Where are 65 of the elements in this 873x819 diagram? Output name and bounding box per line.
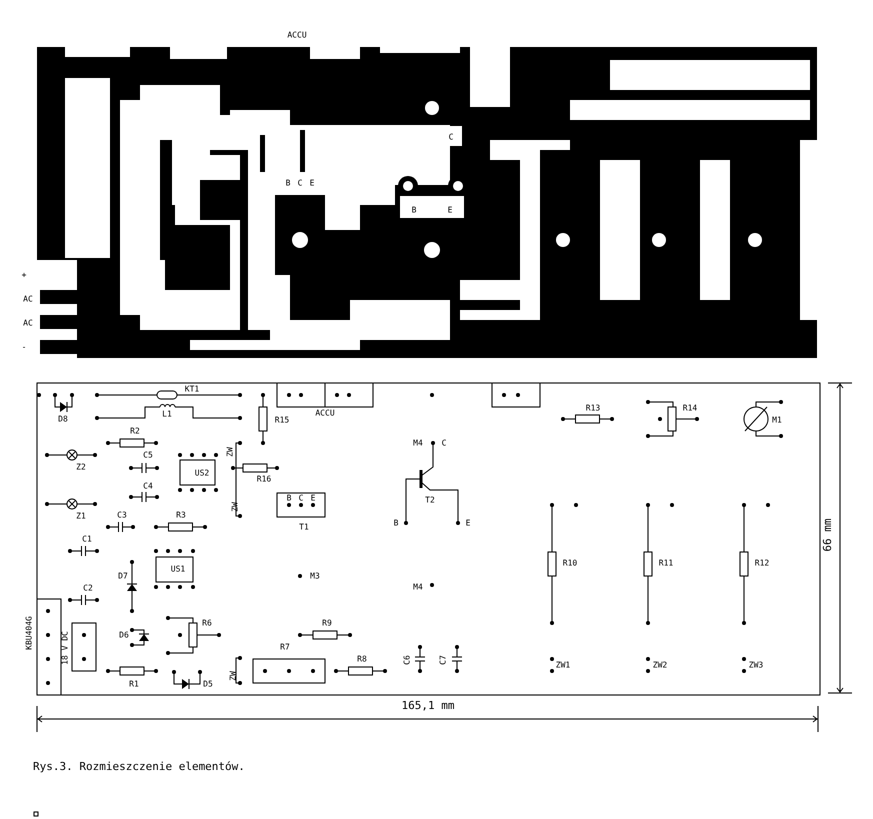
component-label: R14 <box>682 404 698 412</box>
component-label: C6 <box>402 655 412 665</box>
connector-label: ACCU <box>287 30 307 40</box>
component-label: M1 <box>772 416 782 424</box>
component-label: E <box>466 518 470 528</box>
terminal-label: AC <box>23 318 33 328</box>
component-label: E <box>310 494 316 502</box>
component-label: C2 <box>83 584 93 592</box>
component-label: KBU404G <box>24 616 34 650</box>
component-label: Z1 <box>76 512 86 520</box>
component-label: R6 <box>202 618 212 628</box>
component-label: R12 <box>754 558 770 568</box>
component-label: T2 <box>425 496 435 504</box>
component-label: ZW2 <box>652 660 668 670</box>
component-label: US1 <box>170 564 186 574</box>
terminal-label: + <box>22 270 26 280</box>
component-label: R10 <box>562 558 578 568</box>
component-label: ACCU <box>315 408 335 418</box>
component-label: R2 <box>130 426 140 436</box>
component-label: R13 <box>586 404 600 412</box>
component-label: R8 <box>357 654 367 664</box>
component-label: C3 <box>117 510 127 520</box>
component-label: D8 <box>58 414 68 424</box>
component-label: R11 <box>658 558 674 568</box>
component-label: ZW3 <box>748 660 764 670</box>
component-label: B <box>286 494 292 502</box>
component-label: C4 <box>143 482 153 490</box>
component-label: ZW1 <box>556 660 570 670</box>
component-label: M4 <box>413 438 423 448</box>
component-label: D7 <box>118 572 128 580</box>
component-label: C <box>298 494 304 502</box>
dimension-label: 165,1 mm <box>402 700 454 712</box>
component-label: B <box>286 178 290 188</box>
component-label: L1 <box>162 410 172 418</box>
component-label: C5 <box>143 450 153 460</box>
component-label: D5 <box>203 680 213 688</box>
component-label: C1 <box>82 534 92 544</box>
terminal-label: AC <box>23 294 33 304</box>
component-label: ZW <box>226 447 234 457</box>
component-label: T1 <box>299 522 309 532</box>
component-label: B <box>394 518 398 528</box>
component-label: M4 <box>413 582 423 592</box>
component-label: C <box>442 438 446 448</box>
component-label: C <box>448 132 454 142</box>
component-label: Z2 <box>76 462 86 472</box>
component-label: R15 <box>274 416 290 424</box>
component-label: C <box>298 178 302 188</box>
component-label: R3 <box>176 510 186 520</box>
component-label: R16 <box>256 474 272 484</box>
component-label: R1 <box>129 680 139 688</box>
dimension-label: 66 mm <box>822 518 834 552</box>
component-label: C7 <box>438 655 448 665</box>
component-label: E <box>310 178 314 188</box>
figure-caption: Rys.3. Rozmieszczenie elementów. <box>33 760 245 773</box>
component-label: D6 <box>119 630 129 640</box>
component-label: E <box>448 206 452 214</box>
component-label: R7 <box>280 642 290 652</box>
terminal-label: - <box>22 342 26 352</box>
component-label: R9 <box>322 618 332 628</box>
component-label: 18 V DC <box>60 631 70 665</box>
component-label: KT1 <box>184 384 200 394</box>
component-label: M3 <box>310 572 320 580</box>
component-label: ZW <box>228 671 238 681</box>
component-label: US2 <box>194 468 210 478</box>
component-label: B <box>412 206 416 214</box>
